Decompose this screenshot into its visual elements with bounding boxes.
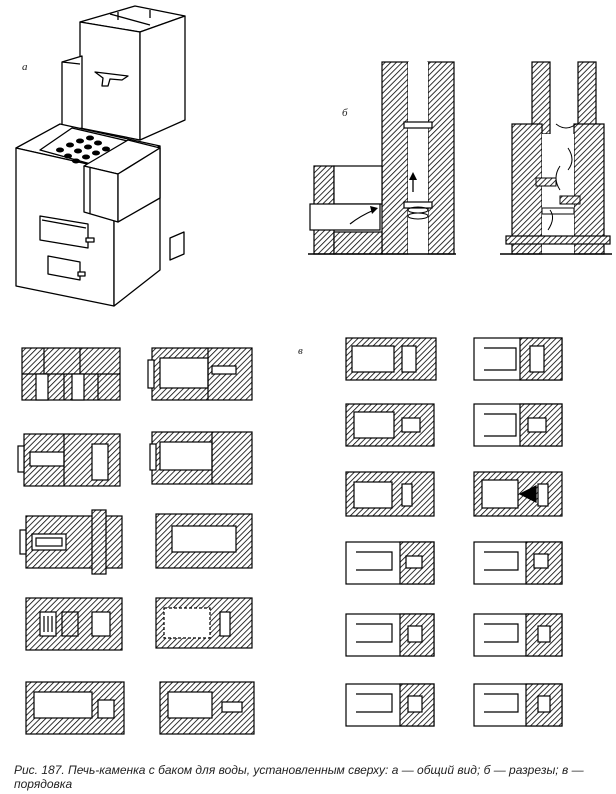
course-plan bbox=[21, 347, 121, 401]
course-plan bbox=[473, 541, 563, 585]
course-plan bbox=[147, 347, 253, 401]
course-plan bbox=[345, 683, 435, 727]
course-plan bbox=[17, 433, 121, 487]
course-plan bbox=[473, 337, 563, 381]
label-a: а bbox=[22, 61, 28, 73]
course-plan bbox=[345, 403, 435, 447]
label-b: б bbox=[342, 107, 348, 119]
course-plan bbox=[473, 471, 563, 517]
course-plan bbox=[473, 613, 563, 657]
course-plan bbox=[155, 513, 253, 569]
course-plan bbox=[155, 597, 253, 649]
course-plan bbox=[19, 509, 123, 575]
course-plan bbox=[473, 683, 563, 727]
stove-section-left bbox=[308, 61, 456, 255]
course-plans bbox=[17, 337, 563, 735]
label-v: в bbox=[298, 345, 303, 357]
course-plan bbox=[159, 681, 255, 735]
figure-caption: Рис. 187. Печь-каменка с баком для воды,… bbox=[14, 763, 584, 791]
course-plan bbox=[345, 541, 435, 585]
course-plan bbox=[25, 681, 125, 735]
stove-section-right bbox=[500, 61, 612, 255]
course-plan bbox=[473, 403, 563, 447]
course-plan bbox=[345, 471, 435, 517]
course-plan bbox=[345, 337, 437, 381]
stove-general-view bbox=[15, 5, 186, 307]
course-plan bbox=[25, 597, 123, 651]
course-plan bbox=[149, 431, 253, 485]
course-plan bbox=[345, 613, 435, 657]
